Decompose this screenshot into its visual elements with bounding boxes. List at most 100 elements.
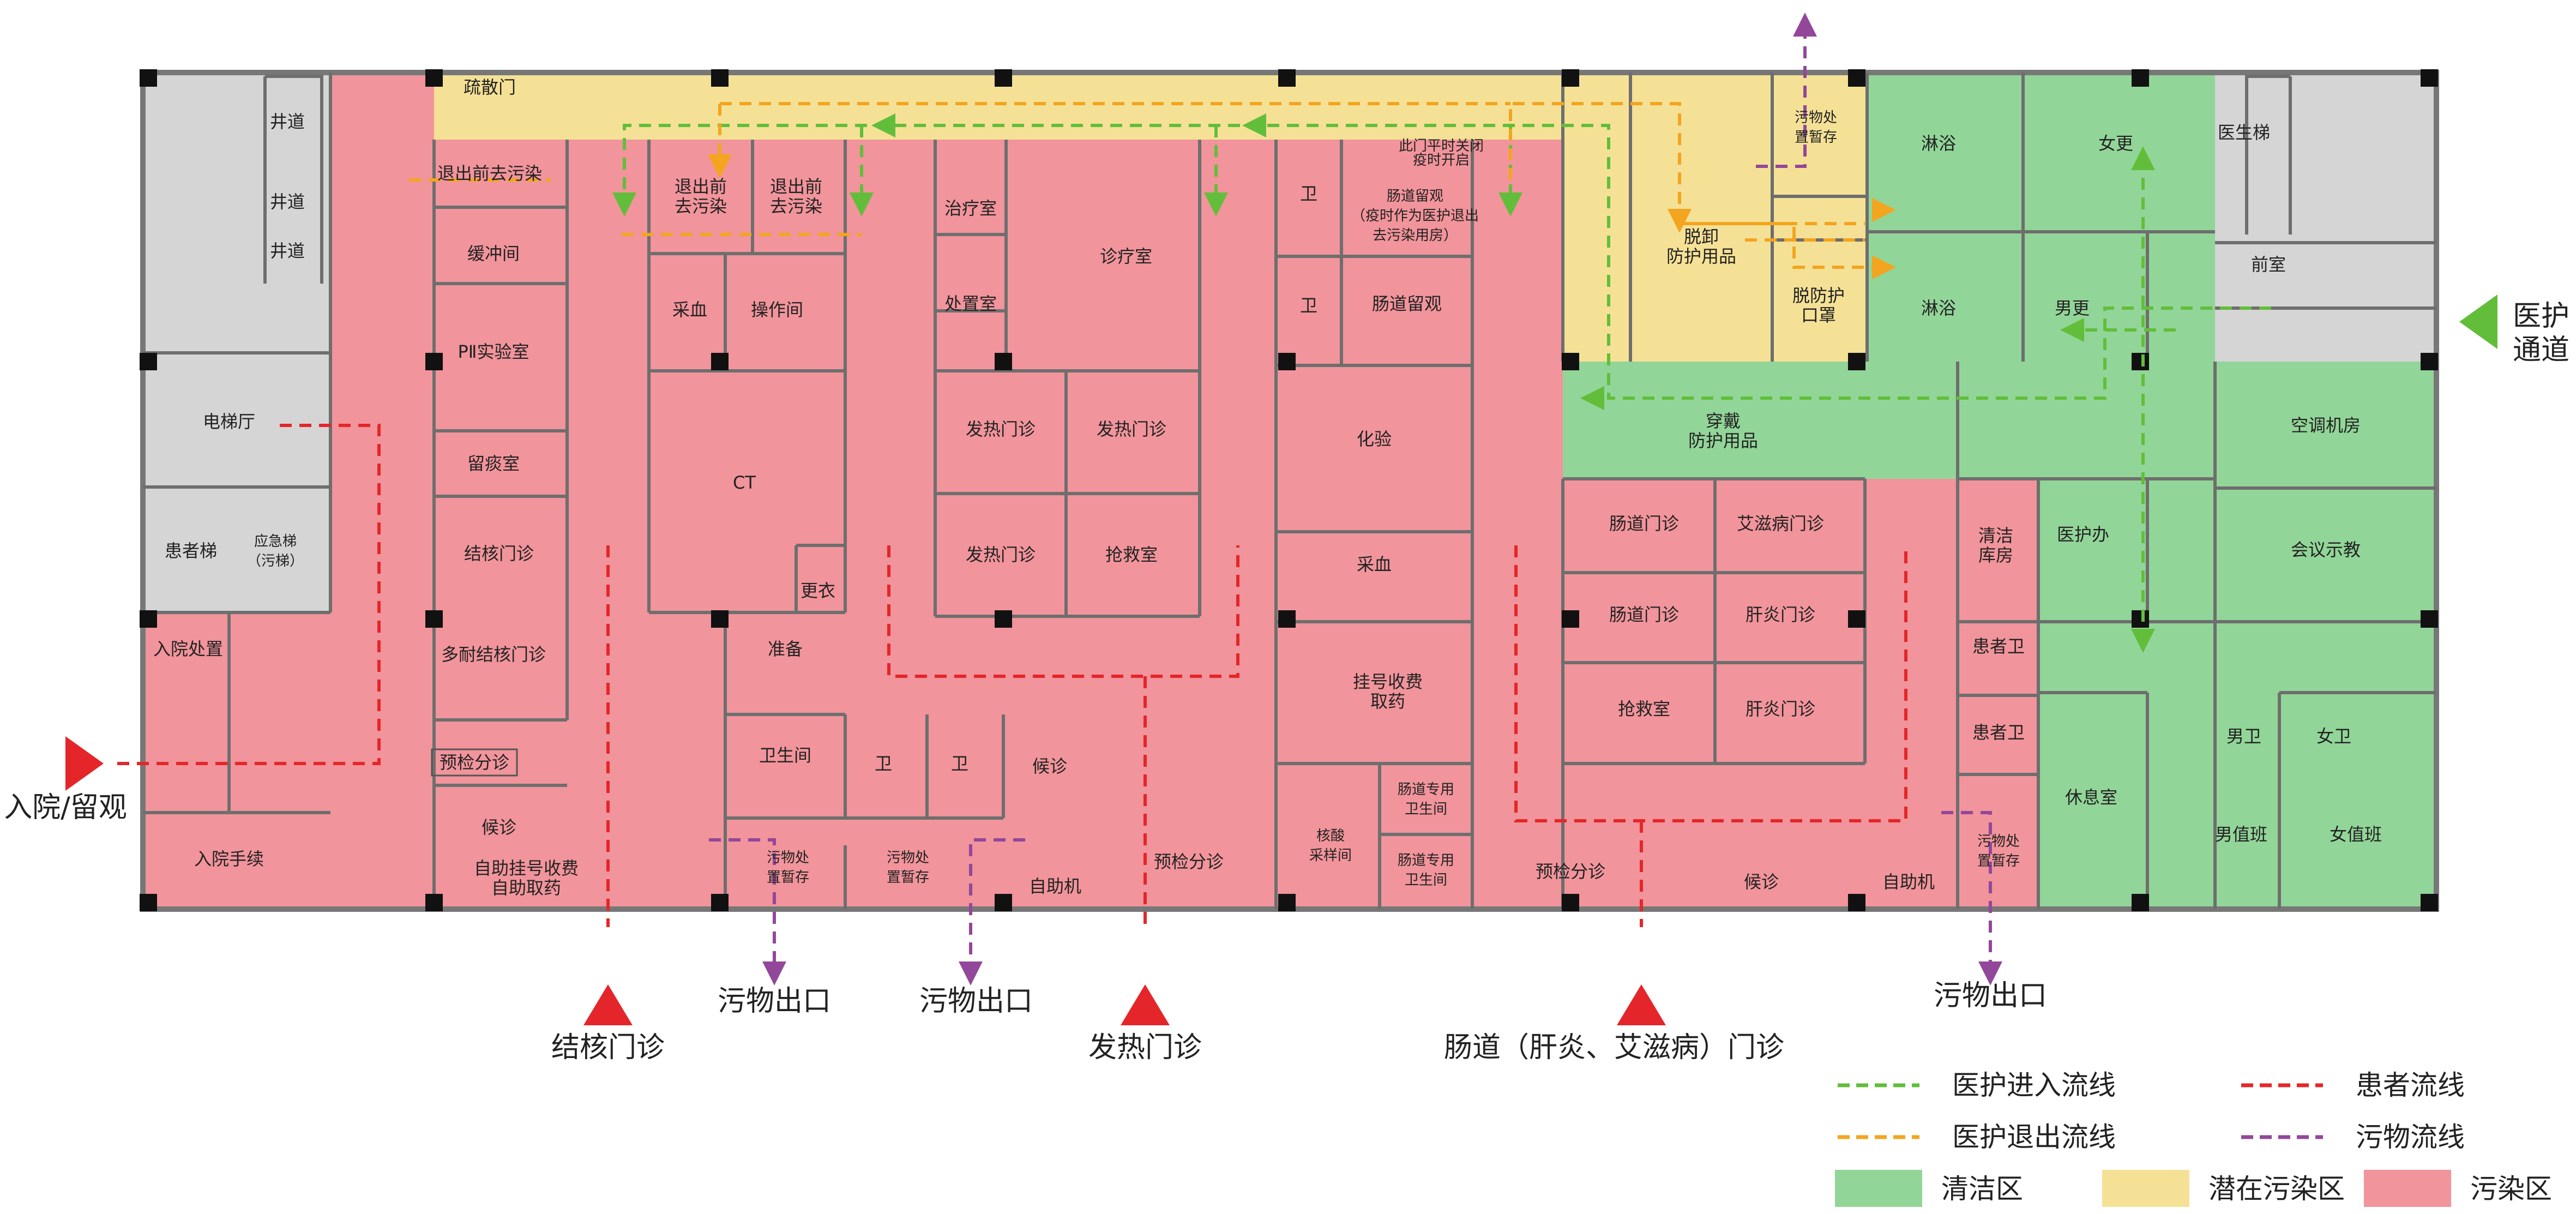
column [140,894,157,911]
legend-waste-label: 污物流线 [2356,1121,2465,1153]
room-patient-elevator-label: 患者梯 [165,540,217,561]
flow-waste-3 [1941,811,1992,976]
waste-arrow [1793,13,1817,37]
room-emergency-elevator-label: 应急梯（污梯） [247,533,304,569]
room-labels: 井道井道井道电梯厅患者梯应急梯（污梯）入院处置入院手续疏散门退出前去污染退出前去… [153,77,2382,898]
column [2421,353,2438,370]
column [995,894,1012,911]
staff-in-arrow [850,193,874,217]
room-diagnosis-label: 诊疗室 [1100,246,1152,267]
entrance-waste3-label: 污物出口 [1934,979,2047,1012]
waste-arrow [762,961,786,985]
column [1848,610,1865,628]
room-ct-label: CT [733,472,756,493]
entrance-labels: 入院/留观医护通道结核门诊发热门诊肠道（肝炎、艾滋病）门诊污物出口污物出口污物出… [4,300,2569,1064]
legend-zone-clean-label: 清洁区 [1941,1173,2023,1205]
room-shower1-label: 淋浴 [1921,133,1956,154]
room-waste-store3-label: 污物处置暂存 [1795,110,1837,146]
room-female-change-label: 女更 [2098,133,2133,154]
flow-arrows [612,13,2155,985]
column [425,353,443,370]
legend-staff-in-label: 医护进入流线 [1952,1069,2116,1101]
room-evac-door-label: 疏散门 [464,77,516,98]
door-signage-note: 此门平时关闭疫时开启 [1399,138,1484,169]
room-reg-pharmacy-label: 挂号收费取药 [1353,671,1423,712]
column [140,353,157,370]
legend-staff-out-label: 医护退出流线 [1952,1121,2116,1153]
room-nucleic-label: 核酸采样间 [1309,828,1352,864]
legend-zone-clean-swatch [1835,1170,1922,1207]
zone-clean-corridor [1563,362,1958,479]
flow-lines [117,22,2271,976]
staff-in-arrow [1242,113,1266,137]
room-remove-ppe-label: 脱卸防护用品 [1666,226,1736,267]
precheck-box [431,748,518,777]
room-shaft2-label: 井道 [270,191,305,212]
flow-waste-4 [1756,22,1807,168]
room-operation-label: 操作间 [751,299,803,320]
room-male-duty-label: 男值班 [2215,824,2267,845]
entrance-fever-label: 发热门诊 [1088,1031,1202,1064]
column [2132,894,2149,911]
room-clean-store-label: 清洁库房 [1978,525,2013,566]
room-precheck3-label: 预检分诊 [1536,861,1605,882]
room-blood2-label: 采血 [1357,554,1392,575]
room-int-toilet2-label: 肠道专用卫生间 [1398,852,1454,888]
staff-in-arrow [2131,629,2155,653]
column [711,610,729,628]
staff-in-arrow [612,193,636,217]
legend-patient-label: 患者流线 [2356,1069,2465,1101]
entrance-intestinal-label: 肠道（肝炎、艾滋病）门诊 [1444,1031,1784,1064]
staff-out-arrow [1668,209,1692,233]
column [1278,353,1296,370]
flow-staff-out-main [409,102,1887,269]
room-rescue1-label: 抢救室 [1105,544,1158,565]
column [1562,610,1579,628]
room-decon-before-exit3-label: 退出前去污染 [770,176,822,217]
room-staff-elevator-label: 医生梯 [2218,122,2270,143]
room-waiting1-label: 候诊 [482,817,516,838]
column [1848,894,1865,911]
column [140,69,157,87]
room-waste-store2-label: 污物处置暂存 [887,850,929,886]
column [711,69,729,87]
room-int-toilet1-label: 肠道专用卫生间 [1398,782,1454,818]
flow-patient-intestinal [1514,545,1907,927]
column [425,69,443,87]
room-decon-before-exit1-label: 退出前去污染 [437,163,542,184]
room-precheck1-label: 预检分诊 [440,752,509,773]
entrance-admission-label: 入院/留观 [4,791,127,824]
core-east [2215,73,2436,362]
column [140,610,157,628]
room-wc-d-label: 卫 [1300,295,1317,316]
room-treatment-label: 治疗室 [944,198,997,219]
column [425,894,443,911]
entrance-staff-marker [2459,295,2497,349]
staff-in-arrow [2131,146,2155,170]
column [995,69,1012,87]
room-p2-lab-label: PⅡ实验室 [458,341,529,362]
room-int-clinic1-label: 肠道门诊 [1609,513,1679,534]
column [1848,69,1865,87]
room-hep-clinic2-label: 肝炎门诊 [1746,699,1815,719]
room-female-wc-label: 女卫 [2316,726,2351,747]
room-anteroom-label: 前室 [2251,254,2286,275]
column [2421,610,2438,628]
column [995,610,1012,628]
entrance-waste2-label: 污物出口 [919,985,1033,1018]
column [2132,69,2149,87]
column [2421,69,2438,87]
column [1562,894,1579,911]
room-patient-wc1-label: 患者卫 [1972,636,2025,657]
legend-zone-potential-swatch [2102,1170,2189,1207]
room-self-machine2-label: 自助机 [1882,872,1935,892]
staff-in-arrow [871,113,895,137]
waste-arrow [1978,961,2002,985]
room-female-duty-label: 女值班 [2330,824,2382,845]
column [995,353,1012,370]
room-waste-store1-label: 污物处置暂存 [767,850,809,886]
column [711,353,729,370]
entrance-staff-label: 医护通道 [2513,300,2569,366]
room-admission-treatment-label: 入院处置 [153,639,223,659]
room-bathroom-label: 卫生间 [759,745,811,766]
